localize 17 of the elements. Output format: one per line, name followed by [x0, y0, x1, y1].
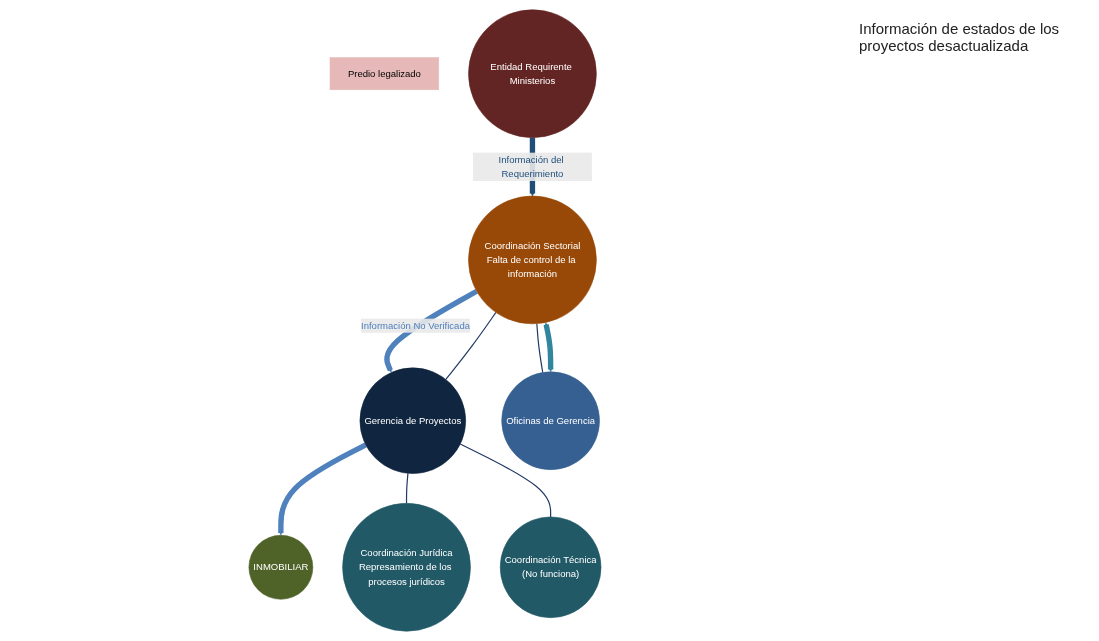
note-text: Información de estados de los proyectos desactualizada — [859, 20, 1061, 54]
node-circle: Coordinación Técnica (No funciona) — [499, 516, 601, 618]
node-circle: Coordinación Sectorial Falta de control de la información — [467, 195, 597, 325]
edge-label: Información del Requerimiento — [498, 154, 564, 179]
node-circle: INMOBILIAR — [248, 535, 313, 600]
edge-label: Información No Verificada — [360, 320, 470, 331]
connector — [459, 443, 551, 518]
node-circle: Coordinación Jurídica Represamiento de los procesos jurídicos — [341, 503, 471, 632]
connector — [444, 311, 497, 381]
node-circle: Oficinas de Gerencia — [500, 371, 600, 470]
node-box: Predio legalizado — [329, 57, 439, 91]
arrow — [277, 442, 367, 536]
arrow — [543, 322, 553, 373]
node-circle: Entidad Requirente Ministerios — [467, 9, 597, 138]
node-circle: Gerencia de Proyectos — [359, 367, 466, 474]
connector — [405, 472, 409, 504]
connector — [535, 323, 543, 374]
